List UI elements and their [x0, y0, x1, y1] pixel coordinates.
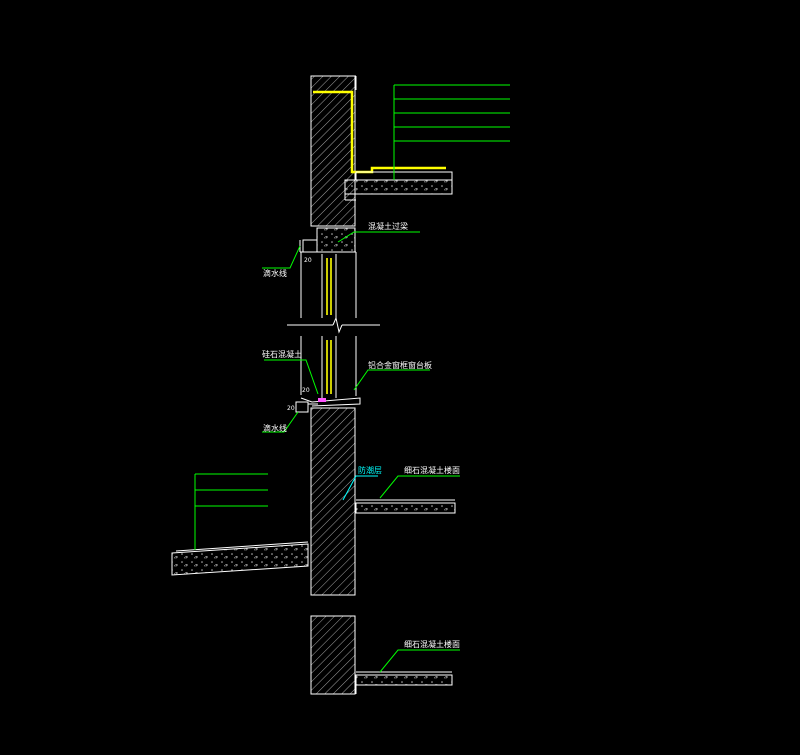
ground-apron [171, 541, 309, 576]
label-drip-lower: 滴水线 [263, 424, 287, 433]
leader-lines [194, 84, 510, 673]
dim-lower-a: 20 [302, 387, 310, 394]
window-upper [300, 252, 357, 318]
window-sill [295, 397, 361, 413]
label-damp-proof: 防潮层 [358, 466, 382, 475]
window-lower [300, 336, 357, 398]
glass-lower [326, 340, 332, 394]
floor-slab-lower [355, 671, 453, 694]
middle-wall [310, 407, 356, 596]
damp-proof-leader [342, 475, 378, 501]
dim-upper: 20 [304, 257, 312, 264]
label-floor-upper: 细石混凝土楼面 [404, 466, 460, 475]
upper-wall [310, 75, 357, 227]
roof-slab [344, 171, 453, 201]
label-window-frame: 铝合金窗框窗台板 [368, 361, 432, 370]
lower-wall [310, 615, 356, 695]
label-sealant: 硅石混凝土 [262, 350, 302, 359]
break-line [287, 316, 380, 334]
floor-slab-upper [355, 499, 456, 514]
label-lintel: 混凝土过梁 [368, 222, 408, 231]
dim-lower-b: 20 [287, 405, 295, 412]
glass-upper [326, 258, 332, 315]
lintel [299, 227, 356, 253]
label-drip-upper: 滴水线 [263, 269, 287, 278]
label-floor-lower: 细石混凝土楼面 [404, 640, 460, 649]
